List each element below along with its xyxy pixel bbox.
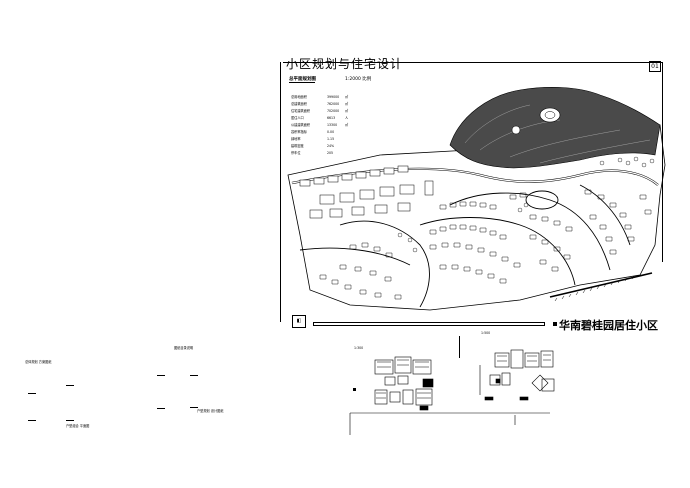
hill-area bbox=[449, 86, 661, 169]
frame-right-line bbox=[662, 62, 663, 262]
hill-pavilion bbox=[511, 125, 521, 135]
stats-unit: ㎡ bbox=[345, 109, 349, 113]
stats-unit: ㎡ bbox=[345, 95, 349, 99]
stats-value: 1.15 bbox=[327, 137, 335, 141]
residential-clusters bbox=[319, 189, 652, 300]
left-note-mark-1 bbox=[157, 375, 165, 376]
stats-value: 6613 bbox=[327, 116, 336, 120]
stats-row: 总建筑面积 762000 ㎡ bbox=[291, 102, 361, 109]
plan-subtitle: 总平面规划图 bbox=[289, 77, 316, 82]
unit-plan-label: 1:300 bbox=[354, 346, 364, 350]
project-name: 华南碧桂园居住小区 bbox=[559, 319, 658, 332]
subtitle-underline bbox=[289, 82, 315, 83]
stats-row: 住宅建筑面积 702000 ㎡ bbox=[291, 109, 361, 116]
stats-value: 24% bbox=[327, 144, 335, 148]
stats-value: 702000 bbox=[327, 109, 340, 113]
trees bbox=[397, 156, 655, 253]
sheet-number-box: 01 bbox=[649, 61, 661, 72]
left-notes-item3: 户型组合 平面图 bbox=[66, 424, 90, 428]
left-note-mark-3 bbox=[66, 385, 74, 386]
left-notes-heading: 图纸目录说明 bbox=[174, 346, 194, 350]
frame-top-line bbox=[283, 62, 663, 63]
unit-plan-guides bbox=[349, 365, 550, 435]
secondary-roads bbox=[299, 184, 631, 308]
stats-label: 居住人口 bbox=[291, 116, 304, 120]
left-note-mark-6 bbox=[190, 407, 198, 408]
unit-plan-right bbox=[484, 349, 555, 401]
stats-label: 绿地率 bbox=[291, 137, 301, 141]
stats-row: 公建建筑面积 13300 ㎡ bbox=[291, 123, 361, 130]
sheet-number: 01 bbox=[651, 63, 659, 70]
stats-row: 居住人口 6613 人 bbox=[291, 116, 361, 123]
scale-label: 1:2000 比例 bbox=[345, 77, 372, 82]
stats-value: 13300 bbox=[327, 123, 338, 127]
stats-row: 容积率指标 0.00 bbox=[291, 130, 361, 137]
unit-plan-guide-line bbox=[459, 336, 460, 358]
scale-bar-label: 1:500 bbox=[481, 331, 491, 335]
stats-value: 399000 bbox=[327, 95, 340, 99]
stats-unit: ㎡ bbox=[345, 123, 349, 127]
stats-row: 建筑密度 24% bbox=[291, 144, 361, 151]
stats-unit: ㎡ bbox=[345, 102, 349, 106]
south-road bbox=[549, 272, 653, 298]
stats-label: 公建建筑面积 bbox=[291, 123, 311, 127]
stats-unit: 人 bbox=[345, 116, 349, 120]
stats-row: 绿地率 1.15 bbox=[291, 137, 361, 144]
hill-ring bbox=[539, 107, 561, 123]
sheet-title: 小区规划与住宅设计 bbox=[286, 57, 404, 71]
project-banner-bar bbox=[313, 322, 545, 326]
left-note-mark-8 bbox=[66, 420, 74, 421]
left-notes-item1: 总体规划 方案图纸 bbox=[25, 360, 52, 364]
left-note-mark-4 bbox=[28, 393, 36, 394]
stats-value: 762000 bbox=[327, 102, 340, 106]
project-name-mark bbox=[553, 322, 557, 326]
stats-label: 总用地面积 bbox=[291, 95, 307, 99]
stats-value: 0.00 bbox=[327, 130, 335, 134]
stats-row: 停车位 205 bbox=[291, 151, 361, 158]
site-plan bbox=[287, 86, 666, 311]
stats-label: 住宅建筑面积 bbox=[291, 109, 311, 113]
stats-row: 总用地面积 399000 ㎡ bbox=[291, 95, 361, 102]
left-note-mark-2 bbox=[190, 375, 198, 376]
stats-label: 容积率指标 bbox=[291, 130, 307, 134]
stats-label: 总建筑面积 bbox=[291, 102, 307, 106]
left-note-mark-5 bbox=[157, 408, 165, 409]
left-note-mark-7 bbox=[28, 420, 36, 421]
unit-plan-left bbox=[374, 356, 434, 411]
frame-left-line bbox=[280, 62, 281, 322]
stats-value: 205 bbox=[327, 151, 334, 155]
unit-plans bbox=[349, 349, 555, 435]
building-blocks bbox=[299, 165, 434, 219]
project-logo: ◧ bbox=[292, 315, 306, 328]
stats-label: 建筑密度 bbox=[291, 144, 304, 148]
left-notes-item2: 户型规划 设计图纸 bbox=[197, 409, 224, 413]
stats-label: 停车位 bbox=[291, 151, 301, 155]
